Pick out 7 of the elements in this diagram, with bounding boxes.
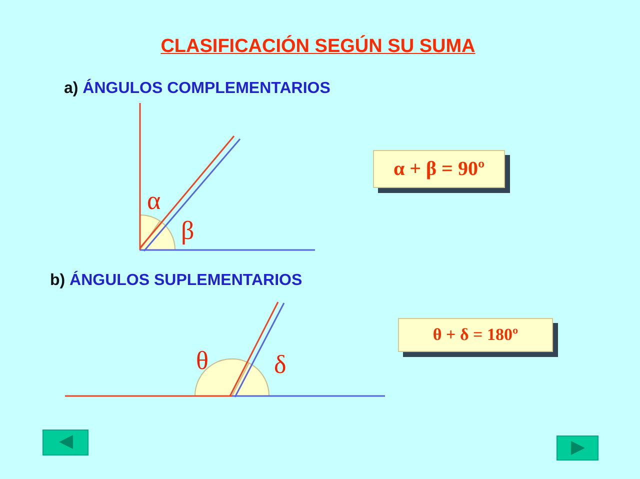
angle-symbol: α: [147, 186, 161, 216]
angle-symbol: δ: [274, 350, 286, 380]
angle-symbol: β: [181, 216, 194, 246]
title: CLASIFICACIÓN SEGÚN SU SUMA: [160, 36, 476, 58]
angle-symbol: θ: [196, 346, 208, 376]
section-heading: a) ÁNGULOS COMPLEMENTARIOS: [64, 80, 330, 98]
section-heading: b) ÁNGULOS SUPLEMENTARIOS: [50, 272, 302, 290]
